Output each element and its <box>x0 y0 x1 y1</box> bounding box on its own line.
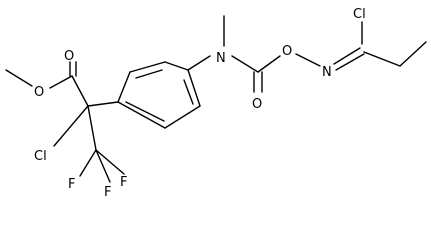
atom-imidoyl-cl: Cl <box>353 7 366 22</box>
bond-n-c-double-a <box>333 47 361 65</box>
bond-ring-n <box>187 55 211 71</box>
atom-n-imine: N <box>322 65 332 80</box>
atom-n-amine: N <box>216 51 226 66</box>
ring-bond-4 <box>187 69 201 107</box>
atom-carbamate-o-link: O <box>282 44 292 59</box>
atom-carbamate-o-double: O <box>252 97 262 112</box>
atom-ester-o-single: O <box>34 85 44 100</box>
bond-ethyl-methyl <box>399 41 427 67</box>
atom-f-left: F <box>68 177 75 192</box>
bond-n-c-double-b <box>335 53 365 71</box>
bond-o-carbonyl <box>49 75 73 89</box>
bond-alpha-ring <box>87 101 119 107</box>
bond-carbonyl-o-link <box>257 55 281 73</box>
ring-bond-1 <box>117 71 131 103</box>
atom-labels: O O Cl F F F N O O N Cl <box>34 7 366 200</box>
ring-bond-6 <box>117 101 166 129</box>
bond-alpha-cf3 <box>87 105 97 151</box>
ring-double-2 <box>183 79 194 105</box>
bond-methyl-o <box>5 69 33 87</box>
bond-n-carbonyl <box>231 55 259 73</box>
atom-f-mid: F <box>104 185 111 200</box>
ring-double-1 <box>135 69 163 79</box>
bond-o-n-imine <box>295 53 321 67</box>
chemical-structure-diagram: O O Cl F F F N O O N Cl <box>5 7 427 200</box>
atom-alpha-cl: Cl <box>34 149 47 164</box>
bond-cf3-f-mid <box>95 149 111 183</box>
bond-cf3-f-right <box>95 149 125 175</box>
bond-alpha-cl <box>53 105 89 147</box>
bond-cf3-f-left <box>79 149 97 177</box>
atom-f-right: F <box>120 175 127 190</box>
bond-c-ethyl <box>363 51 401 67</box>
ring-bond-3 <box>164 61 189 71</box>
atom-ester-o-double: O <box>64 49 74 64</box>
ring-bond-2 <box>129 61 166 73</box>
ring-bond-5 <box>164 105 201 129</box>
ring-double-3 <box>125 101 165 122</box>
bond-skeleton <box>5 15 427 183</box>
bond-carbonyl-alpha <box>71 75 89 107</box>
